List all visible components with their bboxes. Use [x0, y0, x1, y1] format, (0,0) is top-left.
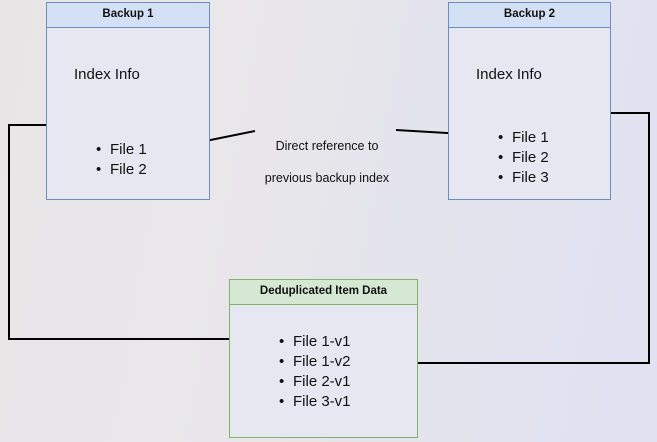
edge-label-direct-reference: Direct reference to previous backup inde… [258, 122, 396, 202]
node-backup-1[interactable]: Backup 1 Index Info File 1 File 2 [46, 2, 210, 200]
list-item: File 3 [496, 168, 549, 188]
list-item: File 1 [496, 128, 549, 148]
list-item: File 2 [496, 148, 549, 168]
node-deduplicated-item-data[interactable]: Deduplicated Item Data File 1-v1 File 1-… [229, 279, 418, 438]
node-backup-2-body: Index Info File 1 File 2 File 3 [449, 28, 610, 200]
node-deduplicated-item-data-title: Deduplicated Item Data [230, 280, 417, 305]
backup-2-index-info-label: Index Info [476, 65, 542, 83]
edge-label-line-2: previous backup index [264, 171, 390, 185]
backup-1-file-list: File 1 File 2 [94, 140, 147, 180]
list-item: File 2-v1 [277, 372, 351, 392]
list-item: File 1-v1 [277, 332, 351, 352]
list-item: File 1-v2 [277, 352, 351, 372]
dedup-file-list: File 1-v1 File 1-v2 File 2-v1 File 3-v1 [277, 332, 351, 412]
list-item: File 2 [94, 160, 147, 180]
node-backup-2[interactable]: Backup 2 Index Info File 1 File 2 File 3 [448, 2, 611, 200]
node-backup-1-body: Index Info File 1 File 2 [47, 28, 209, 200]
list-item: File 3-v1 [277, 392, 351, 412]
edge-label-line-1: Direct reference to [275, 139, 379, 153]
backup-1-index-info-label: Index Info [74, 65, 140, 83]
node-deduplicated-item-data-body: File 1-v1 File 1-v2 File 2-v1 File 3-v1 [230, 305, 417, 438]
node-backup-2-title: Backup 2 [449, 3, 610, 28]
node-backup-1-title: Backup 1 [47, 3, 209, 28]
backup-2-file-list: File 1 File 2 File 3 [496, 128, 549, 188]
list-item: File 1 [94, 140, 147, 160]
